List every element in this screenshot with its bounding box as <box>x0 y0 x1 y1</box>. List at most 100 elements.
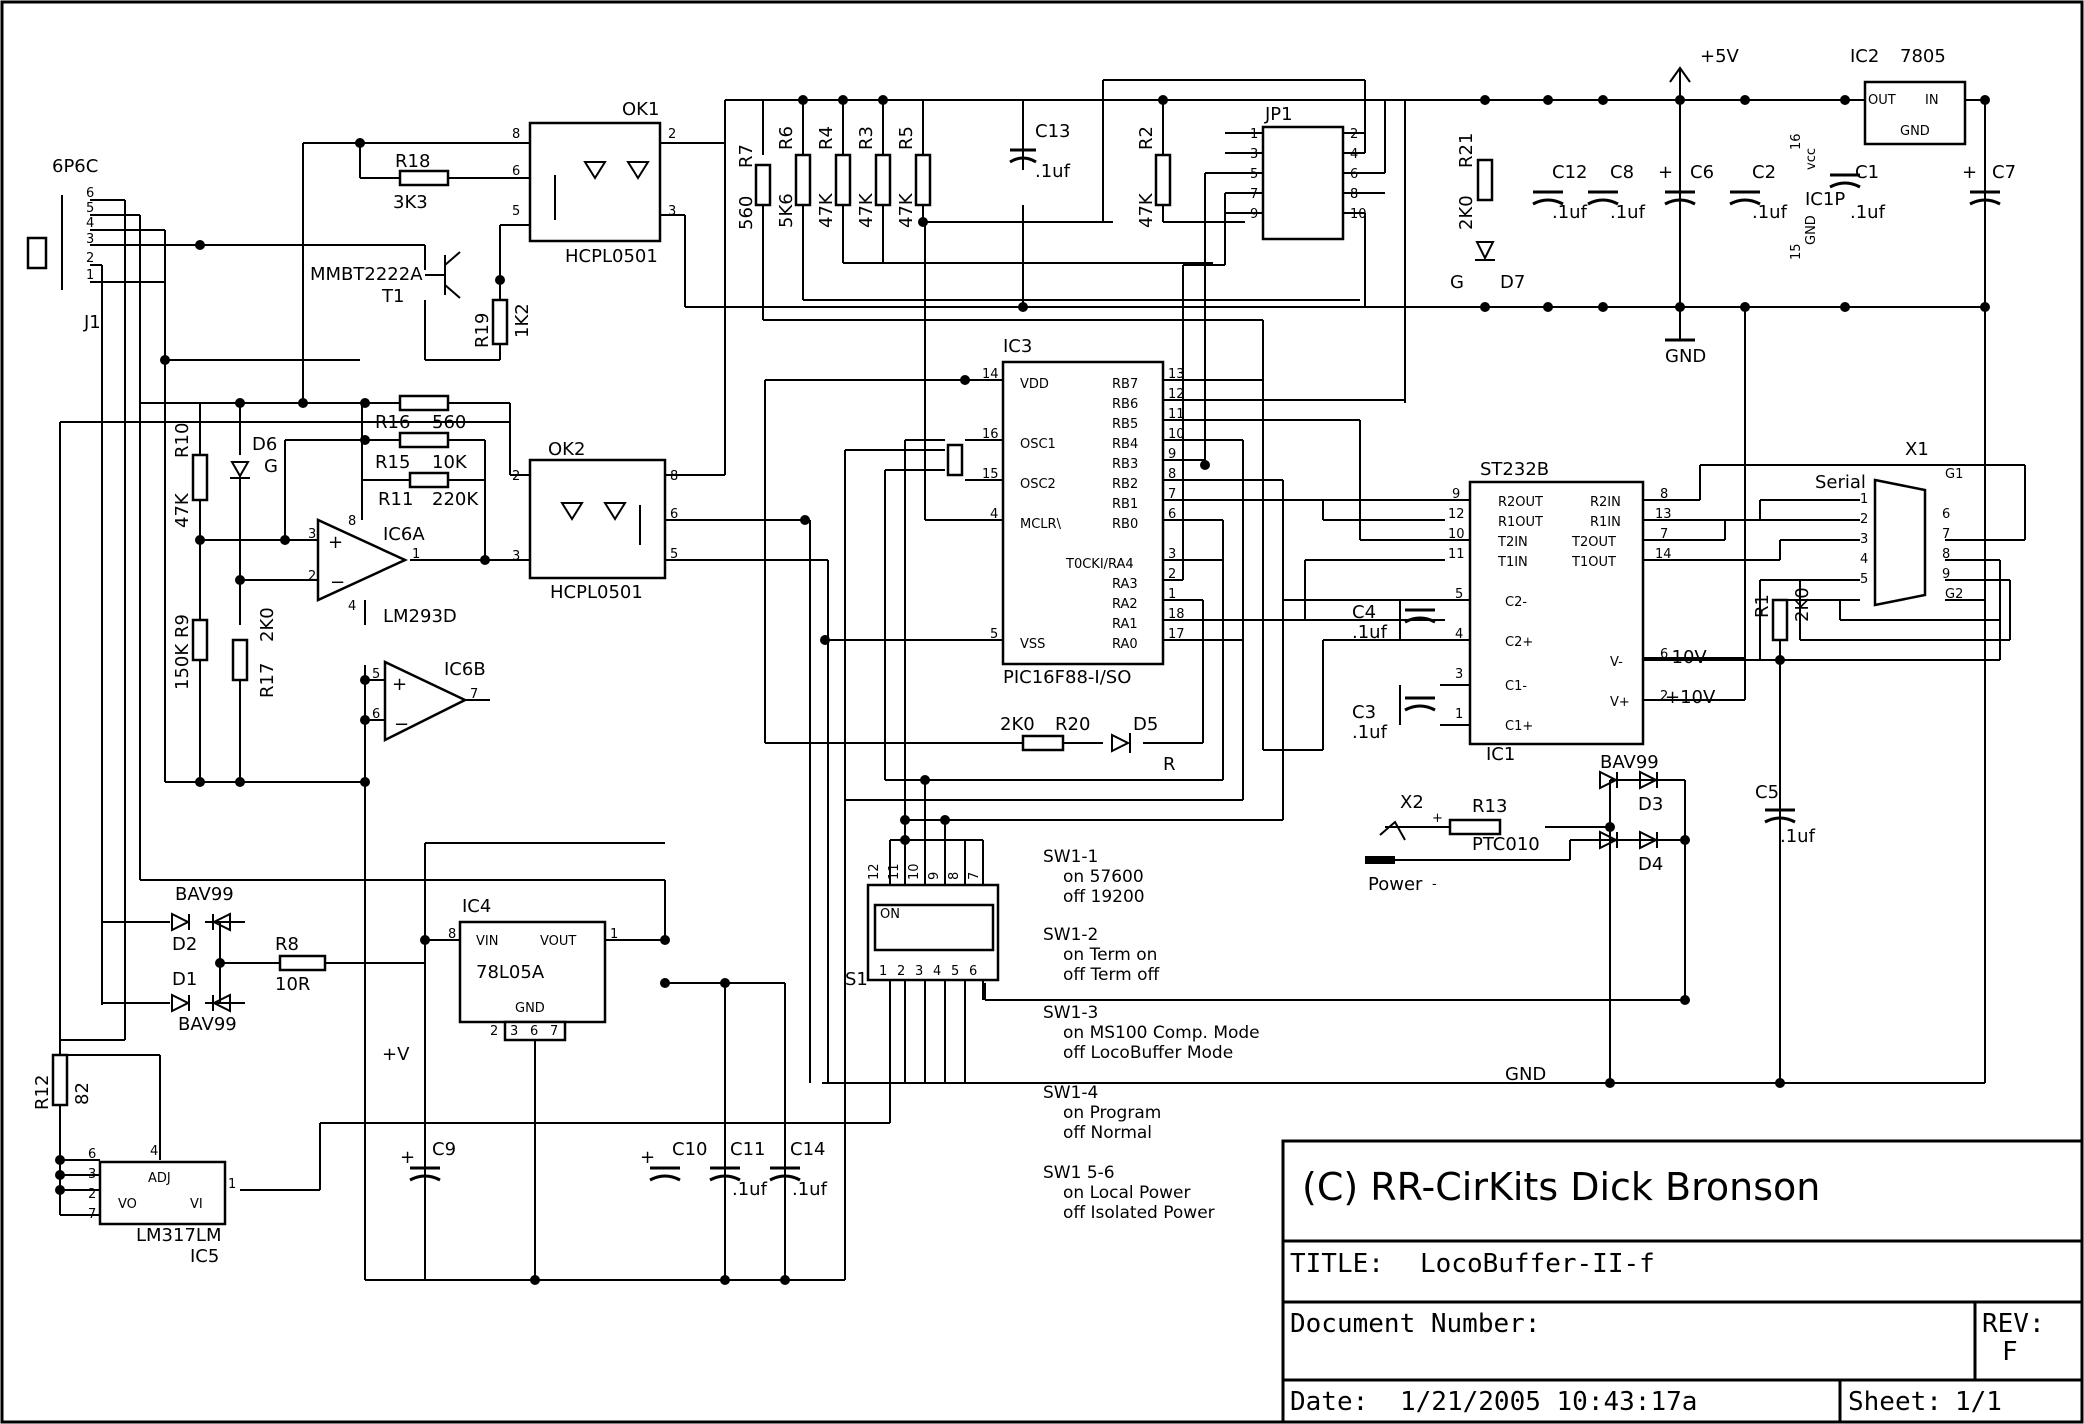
svg-text:12: 12 <box>1168 387 1185 402</box>
svg-text:R10: R10 <box>172 423 193 458</box>
svg-text:5: 5 <box>1455 587 1463 602</box>
svg-text:RA0: RA0 <box>1112 637 1138 652</box>
svg-text:10: 10 <box>907 863 922 880</box>
svg-text:R8: R8 <box>275 934 299 955</box>
svg-text:R17: R17 <box>257 663 278 698</box>
svg-text:X2: X2 <box>1400 792 1424 813</box>
svg-text:150K: 150K <box>172 643 193 690</box>
cap-c4: C4.1uf <box>1352 602 1436 643</box>
title-label: TITLE: <box>1290 1249 1384 1279</box>
svg-text:GND: GND <box>515 1001 545 1016</box>
svg-text:7: 7 <box>550 1024 558 1039</box>
svg-text:G1: G1 <box>1945 467 1963 482</box>
svg-text:D2: D2 <box>172 934 197 955</box>
svg-text:2: 2 <box>1660 689 1668 704</box>
svg-text:8: 8 <box>348 514 356 529</box>
svg-text:7: 7 <box>1942 527 1950 542</box>
led-d7: D7G <box>1450 241 1525 293</box>
svg-text:6: 6 <box>1350 167 1358 182</box>
svg-text:R21: R21 <box>1456 133 1477 168</box>
svg-text:C2-: C2- <box>1505 595 1527 610</box>
svg-text:2: 2 <box>1168 567 1176 582</box>
svg-text:5: 5 <box>86 201 94 216</box>
svg-text:R4: R4 <box>816 126 837 150</box>
regulator-ic5: ADJ VO VI LM317LM IC5 6 3 2 7 4 1 <box>88 1144 236 1267</box>
svg-text:T1OUT: T1OUT <box>1571 555 1616 570</box>
svg-text:SW1-3: SW1-3 <box>1043 1003 1098 1023</box>
resistor-r11: R11 220K <box>378 471 479 510</box>
svg-text:10K: 10K <box>432 452 468 473</box>
svg-text:2K0: 2K0 <box>1456 195 1477 230</box>
svg-text:BAV99: BAV99 <box>175 884 234 905</box>
opamp-ic6a: + − IC6A LM293D 3 2 1 8 4 <box>308 514 457 627</box>
ic1p-power: IC1P 16 15 vcc GND <box>1789 133 1845 260</box>
sheet-label: Sheet: <box>1848 1387 1942 1417</box>
svg-text:7805: 7805 <box>1900 46 1946 67</box>
svg-text:C2: C2 <box>1752 162 1776 183</box>
svg-text:R5: R5 <box>896 126 917 150</box>
svg-text:SW1-4: SW1-4 <box>1043 1083 1098 1103</box>
svg-text:4: 4 <box>86 216 94 231</box>
svg-text:D6: D6 <box>252 434 277 455</box>
rev-value: F <box>2002 1337 2018 1367</box>
svg-text:T2OUT: T2OUT <box>1571 535 1616 550</box>
svg-text:4: 4 <box>1455 627 1463 642</box>
cap-c6: +C6 <box>1658 162 1714 206</box>
svg-text:T0CKI/RA4: T0CKI/RA4 <box>1065 557 1134 572</box>
svg-text:on Local Power: on Local Power <box>1063 1183 1190 1203</box>
company-text: (C) RR-CirKits Dick Bronson <box>1302 1165 1820 1209</box>
wires <box>59 70 2026 1281</box>
svg-text:R1OUT: R1OUT <box>1498 515 1543 530</box>
svg-text:5: 5 <box>951 964 959 979</box>
svg-text:9: 9 <box>1452 487 1460 502</box>
svg-text:MCLR\: MCLR\ <box>1020 517 1062 532</box>
svg-text:OUT: OUT <box>1868 93 1896 108</box>
svg-text:5: 5 <box>512 204 520 219</box>
svg-text:6P6C: 6P6C <box>52 156 98 177</box>
svg-text:R13: R13 <box>1472 796 1507 817</box>
svg-text:8: 8 <box>1660 487 1668 502</box>
power-jack-x2: X2 Power + - <box>1365 792 1443 895</box>
svg-text:V+: V+ <box>1610 695 1630 710</box>
svg-text:R: R <box>1163 754 1176 775</box>
svg-text:D3: D3 <box>1638 794 1663 815</box>
vcc-label: +5V <box>1700 46 1740 67</box>
svg-text:13: 13 <box>1655 507 1672 522</box>
svg-text:10: 10 <box>1448 527 1465 542</box>
svg-text:C4: C4 <box>1352 602 1376 623</box>
cap-c2: C2.1uf <box>1729 162 1788 223</box>
mcu-ic3: IC3 PIC16F88-I/SO VDD OSC1 OSC2 MCLR\ VS… <box>946 336 1185 688</box>
svg-text:1: 1 <box>228 1177 236 1192</box>
svg-text:R12: R12 <box>32 1075 53 1110</box>
svg-text:.1uf: .1uf <box>1352 722 1388 743</box>
svg-text:VDD: VDD <box>1020 377 1049 392</box>
svg-text:IC1P: IC1P <box>1805 189 1845 210</box>
svg-text:2: 2 <box>897 964 905 979</box>
svg-text:1: 1 <box>1250 127 1258 142</box>
svg-text:R2OUT: R2OUT <box>1498 495 1543 510</box>
svg-text:BAV99: BAV99 <box>178 1014 237 1035</box>
svg-text:R11: R11 <box>378 489 413 510</box>
sheet-value: 1/1 <box>1955 1387 2002 1417</box>
svg-text:7: 7 <box>1168 487 1176 502</box>
svg-text:3: 3 <box>1250 147 1258 162</box>
svg-text:VO: VO <box>118 1197 137 1212</box>
gnd-label: GND <box>1665 346 1706 367</box>
svg-text:VIN: VIN <box>476 934 498 949</box>
svg-text:.1uf: .1uf <box>1610 202 1646 223</box>
svg-text:220K: 220K <box>432 489 479 510</box>
svg-text:V-: V- <box>1610 655 1623 670</box>
date-value: 1/21/2005 10:43:17a <box>1400 1387 1697 1417</box>
svg-text:+: + <box>1432 811 1443 826</box>
svg-text:1: 1 <box>879 964 887 979</box>
svg-text:2: 2 <box>512 469 520 484</box>
svg-text:2: 2 <box>490 1024 498 1039</box>
svg-text:12: 12 <box>1448 507 1465 522</box>
